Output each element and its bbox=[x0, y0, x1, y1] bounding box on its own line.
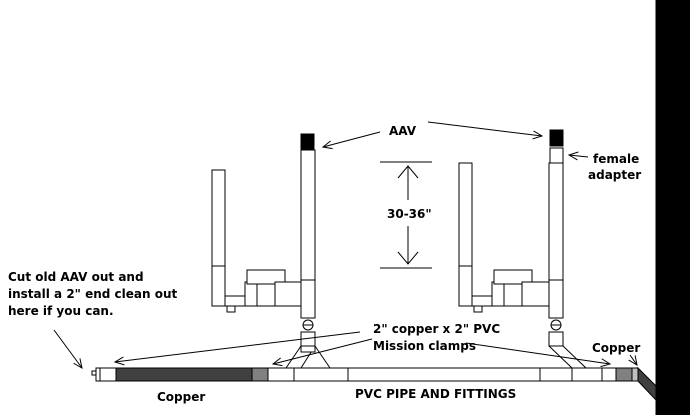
mission-clamp-left bbox=[251, 367, 269, 382]
aav-left-icon bbox=[300, 133, 315, 151]
copper-right-label: Copper bbox=[592, 341, 640, 355]
mission-clamp-right bbox=[601, 367, 617, 382]
female-adapter-label-line1: female bbox=[593, 152, 639, 166]
right-edge-bar bbox=[655, 0, 690, 415]
cleanout-label-line2: install a 2" end clean out bbox=[8, 287, 178, 301]
copper-pipe-left bbox=[115, 367, 253, 382]
cleanout-label-line3: here if you can. bbox=[8, 304, 114, 318]
pvc-pipe bbox=[267, 367, 603, 382]
horizontal-drain-line bbox=[91, 366, 657, 402]
clamps-label-line2: Mission clamps bbox=[373, 339, 476, 353]
clamps-label-line1: 2" copper x 2" PVC bbox=[373, 322, 500, 336]
left-vent-assembly bbox=[211, 133, 331, 369]
pvc-pipe-label: PVC PIPE AND FITTINGS bbox=[355, 387, 516, 401]
copper-bottom-label: Copper bbox=[157, 390, 205, 404]
copper-pipe-right bbox=[631, 367, 639, 382]
female-adapter-label-line2: adapter bbox=[588, 168, 641, 182]
aav-right-icon bbox=[549, 129, 564, 147]
height-dimension bbox=[380, 161, 432, 269]
aav-label: AAV bbox=[389, 124, 417, 138]
female-adapter-icon bbox=[549, 147, 564, 164]
height-range-label: 30-36" bbox=[387, 207, 432, 221]
leader-lines bbox=[53, 121, 637, 368]
cleanout-label-line1: Cut old AAV out and bbox=[8, 270, 144, 284]
right-vent-assembly bbox=[458, 129, 587, 369]
